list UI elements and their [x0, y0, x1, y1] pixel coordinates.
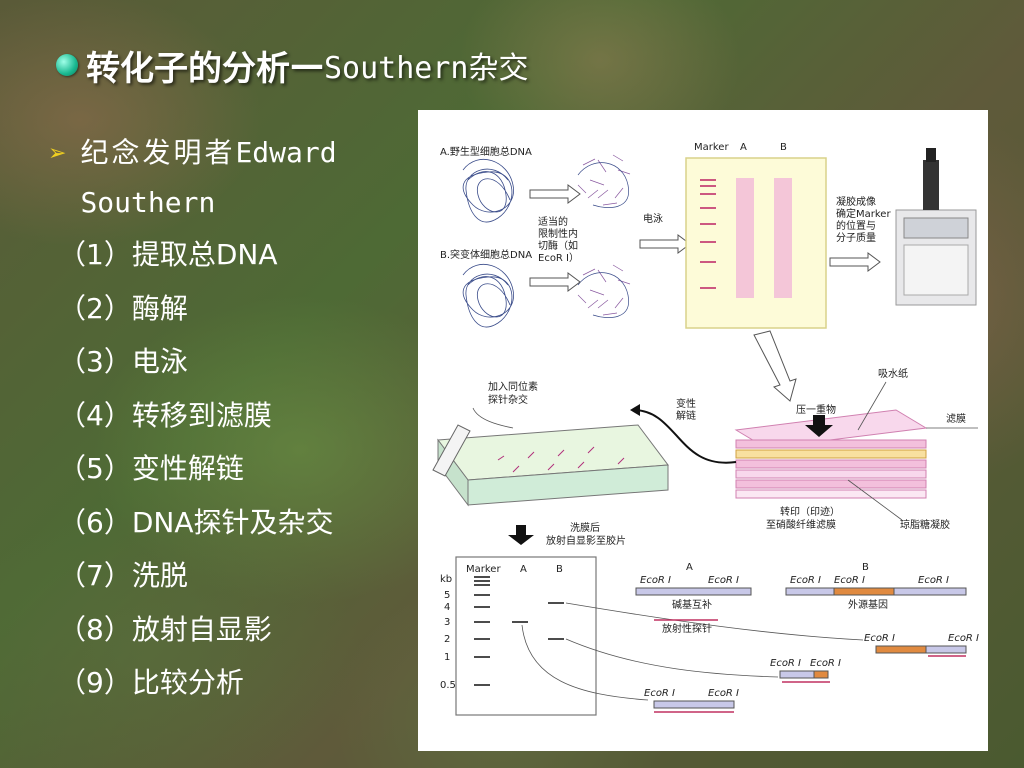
- arrow-bullet-icon: ➢: [48, 141, 67, 166]
- electrophoresis-label: 电泳: [643, 212, 663, 225]
- kb-tick: 0.5: [440, 680, 456, 691]
- gel-b-label: B: [780, 142, 787, 153]
- gel-imager-icon: [895, 148, 977, 306]
- connector-lines-icon: [521, 602, 864, 701]
- absorbent-paper-label: 吸水纸: [878, 367, 908, 380]
- film-a-label: A: [520, 564, 527, 575]
- kb-tick: 4: [444, 602, 450, 613]
- wash-1: 洗膜后: [570, 522, 600, 534]
- step-item: （5）变性解链: [58, 452, 244, 485]
- ecori-label: EcoR Ⅰ: [790, 575, 821, 586]
- slide-title: 转化子的分析 — Southern杂交: [56, 40, 529, 90]
- intro-line1: 纪念发明者: [80, 136, 236, 169]
- dna-fragments-a-icon: [577, 154, 631, 208]
- step-item: （6）DNA探针及杂交: [58, 505, 334, 539]
- ecori-label: EcoR Ⅰ: [810, 658, 841, 669]
- ecori-label: EcoR Ⅰ: [770, 658, 801, 669]
- foreign-gene-fragment-icon: [833, 587, 895, 596]
- agarose-label: 琼脂糖凝胶: [900, 518, 950, 531]
- transfer-1: 转印（印迹）: [780, 505, 840, 518]
- ecori-label: EcoR Ⅰ: [644, 688, 675, 699]
- transfer-2: 至硝酸纤维滤膜: [766, 518, 836, 531]
- imaging-1: 凝胶成像: [836, 195, 876, 208]
- membrane-label: 滤膜: [946, 412, 966, 425]
- slide-title-latin: Southern杂交: [324, 51, 529, 86]
- gel-marker-bands-icon: [700, 179, 716, 289]
- ecori-label: EcoR Ⅰ: [640, 575, 671, 586]
- label-b: B.突变体细胞总DNA: [440, 248, 532, 261]
- gel-a-label: A: [740, 142, 747, 153]
- label-a: A.野生型细胞总DNA: [440, 145, 532, 158]
- intro-item: ➢ 纪念发明者Edward Southern: [48, 128, 337, 228]
- denature-2: 解链: [676, 409, 696, 422]
- kb-tick: 2: [444, 634, 450, 645]
- step-item: （1）提取总DNA: [58, 238, 278, 271]
- complement-label: 碱基互补: [672, 598, 712, 611]
- wildtype-fragment-icon: [635, 587, 752, 596]
- weight-label: 压一重物: [796, 403, 836, 416]
- gel-icon: [685, 157, 827, 329]
- map-a-label: A: [686, 562, 693, 573]
- intro-line1-latin: Edward: [235, 136, 337, 169]
- slide-title-main: 转化子的分析: [86, 48, 290, 89]
- bullet-list: ➢ 纪念发明者Edward Southern （1）提取总DNA （2）酶解 （…: [48, 128, 337, 710]
- step-item: （9）比较分析: [58, 666, 244, 699]
- step-item: （4）转移到滤膜: [58, 398, 272, 432]
- enzyme-note-3: 切酶（如: [538, 239, 578, 252]
- film-icon: [455, 556, 597, 716]
- ecori-label: EcoR Ⅰ: [948, 633, 979, 644]
- enzyme-note-1: 适当的: [538, 215, 568, 228]
- southern-blot-diagram: A.野生型细胞总DNA B.突变体细胞总DNA 适当的 限制性内 切酶（如 Ec…: [418, 110, 988, 751]
- film-b-label: B: [556, 564, 563, 575]
- gel-marker-label: Marker: [694, 142, 729, 153]
- step-item: （2）酶解: [58, 291, 188, 325]
- intro-line2: Southern: [80, 186, 216, 219]
- enzyme-note-2: 限制性内: [538, 227, 578, 240]
- gel-lane-a-icon: [736, 178, 754, 298]
- ecori-label: EcoR Ⅰ: [864, 633, 895, 644]
- step-item: （8）放射自显影: [58, 612, 272, 646]
- kb-tick: 5: [444, 590, 450, 601]
- imaging-3: 的位置与: [836, 219, 876, 232]
- hybridize-2: 探针杂交: [488, 393, 528, 406]
- enzyme-note-4: EcoR Ⅰ）: [538, 252, 579, 264]
- ecori-label: EcoR Ⅰ: [834, 575, 865, 586]
- step-item: （3）电泳: [58, 345, 188, 378]
- film-bands-icon: [474, 576, 564, 686]
- kb-tick: 3: [444, 617, 450, 628]
- foreign-gene-label: 外源基因: [848, 598, 888, 611]
- imaging-4: 分子质量: [836, 232, 876, 244]
- probe-label: 放射性探针: [662, 622, 712, 635]
- down-arrow-icon: [753, 330, 797, 402]
- gel-lane-b-icon: [774, 178, 792, 298]
- arrow-icon: [529, 184, 881, 292]
- kb-tick: 1: [444, 652, 450, 663]
- bullet-dot-icon: [56, 54, 78, 76]
- hybridize-1: 加入同位素: [488, 380, 538, 393]
- dna-fragments-b-icon: [577, 264, 631, 318]
- wash-2: 放射自显影至胶片: [546, 534, 626, 547]
- step-item: （7）洗脱: [58, 559, 188, 592]
- dna-tangle-b-icon: [462, 264, 514, 328]
- weight-arrow-icon: [805, 415, 833, 437]
- dna-tangle-a-icon: [462, 159, 514, 223]
- map-b-label: B: [862, 562, 869, 573]
- ecori-label: EcoR Ⅰ: [708, 688, 739, 699]
- denature-1: 变性: [676, 397, 696, 410]
- slide-title-dash: —: [290, 45, 324, 85]
- ecori-label: EcoR Ⅰ: [918, 575, 949, 586]
- kb-label: kb: [440, 574, 452, 585]
- film-marker-label: Marker: [466, 564, 501, 575]
- ecori-label: EcoR Ⅰ: [708, 575, 739, 586]
- blot-stack-icon: [734, 409, 928, 499]
- imaging-2: 确定Marker: [836, 207, 891, 220]
- hybridization-tray-icon: [432, 424, 669, 507]
- wash-arrow-icon: [508, 525, 534, 545]
- transfer-arrow-icon: [632, 409, 737, 464]
